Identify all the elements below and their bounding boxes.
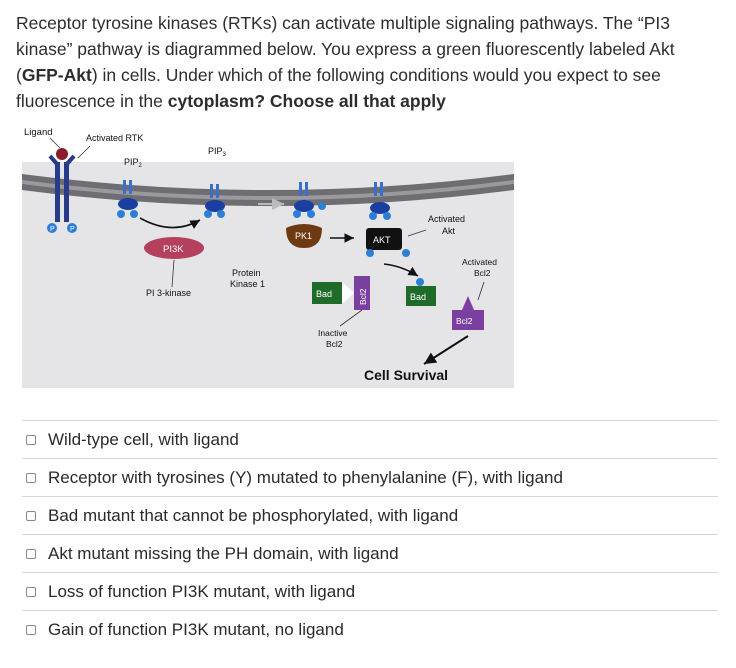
activated-akt-label: Activated [428, 214, 465, 224]
option-label: Receptor with tyrosines (Y) mutated to p… [48, 467, 563, 487]
option-2[interactable]: Bad mutant that cannot be phosphorylated… [22, 496, 718, 534]
phospho-bad-icon [406, 278, 446, 306]
akt-label: AKT [373, 235, 391, 245]
pip3-icon [204, 184, 225, 218]
checkbox[interactable] [26, 510, 36, 521]
checkbox[interactable] [26, 434, 36, 445]
activated-bcl2-label-2: Bcl2 [474, 268, 491, 278]
question-part-1: Receptor tyrosine kinases (RTKs) can act… [16, 13, 675, 85]
pi3k-icon [144, 237, 204, 259]
question-bold-cytoplasm: cytoplasm? Choose all that apply [167, 91, 446, 111]
pip3-label: PIP3 [208, 146, 227, 158]
option-0[interactable]: Wild-type cell, with ligand [22, 420, 718, 458]
pi3k-label: PI3K [163, 244, 184, 255]
question-text: Receptor tyrosine kinases (RTKs) can act… [16, 10, 716, 114]
inactive-bcl2-label-2: Bcl2 [326, 339, 343, 349]
cell-survival-label: Cell Survival [364, 367, 448, 383]
ligand-icon [56, 148, 68, 160]
akt-complex-icon [366, 182, 410, 257]
rtk-receptor-icon: P P [47, 154, 77, 233]
checkbox[interactable] [26, 548, 36, 559]
svg-text:P: P [70, 226, 75, 233]
ligand-label: Ligand [24, 127, 53, 138]
bcl2-free-icon [452, 296, 484, 330]
svg-text:P: P [50, 226, 55, 233]
option-label: Akt mutant missing the PH domain, with l… [48, 543, 399, 563]
pk1-complex-icon [286, 182, 326, 248]
option-label: Bad mutant that cannot be phosphorylated… [48, 505, 459, 525]
bcl2-free-label: Bcl2 [456, 316, 473, 326]
activated-bcl2-label: Activated [462, 257, 497, 267]
option-3[interactable]: Akt mutant missing the PH domain, with l… [22, 534, 718, 572]
checkbox[interactable] [26, 472, 36, 483]
option-1[interactable]: Receptor with tyrosines (Y) mutated to p… [22, 458, 718, 496]
option-label: Loss of function PI3K mutant, with ligan… [48, 581, 356, 601]
question-part-2: ) in cells. Under which of the following… [16, 65, 661, 111]
phospho-bad-label: Bad [410, 292, 426, 302]
protein-kinase-label: Protein [232, 268, 261, 278]
bad-bcl2-complex-icon [312, 276, 370, 310]
option-5[interactable]: Gain of function PI3K mutant, no ligand [22, 610, 718, 648]
pip2-label: PIP2 [124, 157, 143, 169]
question-bold-gfp-akt: GFP-Akt [21, 65, 92, 85]
inactive-bcl2-label: Inactive [318, 328, 348, 338]
pip2-icon [117, 180, 138, 218]
answer-options: Wild-type cell, with ligand Receptor wit… [22, 420, 718, 648]
cell-membrane [22, 174, 514, 206]
protein-kinase-label-2: Kinase 1 [230, 279, 265, 289]
activated-rtk-label: Activated RTK [86, 133, 143, 143]
bcl2-bound-label: Bcl2 [358, 288, 368, 305]
pi3-kinase-label: PI 3-kinase [146, 288, 191, 298]
pi3k-pathway-diagram: Ligand P P Activated RTK PIP2 PI3K PI 3-… [22, 124, 514, 388]
checkbox[interactable] [26, 586, 36, 597]
option-label: Wild-type cell, with ligand [48, 429, 239, 449]
bad-label: Bad [316, 289, 332, 299]
option-4[interactable]: Loss of function PI3K mutant, with ligan… [22, 572, 718, 610]
pk1-label: PK1 [295, 231, 312, 241]
checkbox[interactable] [26, 624, 36, 635]
activated-akt-label-2: Akt [442, 226, 456, 236]
option-label: Gain of function PI3K mutant, no ligand [48, 619, 344, 639]
